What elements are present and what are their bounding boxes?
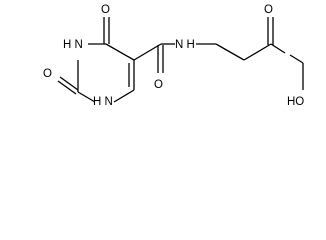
atom-n3h: H N	[63, 39, 83, 51]
bond-c2-o-second	[57, 80, 77, 95]
bond-c2-o	[59, 76, 79, 91]
atom-nh-amide: N H	[175, 39, 195, 51]
bond-ch2b-cacid	[243, 43, 272, 61]
bond-c5-camide	[133, 43, 162, 61]
structure-canvas: O O O O H N H N N H HO	[43, 4, 304, 108]
bond-layer	[57, 17, 304, 103]
atom-o-c4: O	[101, 4, 110, 16]
atom-o-c2: O	[43, 68, 52, 80]
bond-c4-c5	[105, 43, 135, 61]
bond-n1-c2	[77, 91, 96, 103]
bond-ch2a-ch2b	[215, 43, 245, 61]
bond-cacid-oh	[270, 43, 286, 54]
atom-o-acid: O	[264, 4, 273, 16]
bond-c6-n1	[113, 89, 135, 103]
atom-n1h: H N	[93, 96, 113, 108]
bond-oh-stub	[289, 54, 296, 59]
atom-oh: HO	[287, 96, 304, 108]
atom-o-amide: O	[154, 79, 163, 91]
atom-label-layer: O O O O H N H N N H HO	[43, 4, 304, 108]
bond-oh-link	[294, 57, 304, 64]
